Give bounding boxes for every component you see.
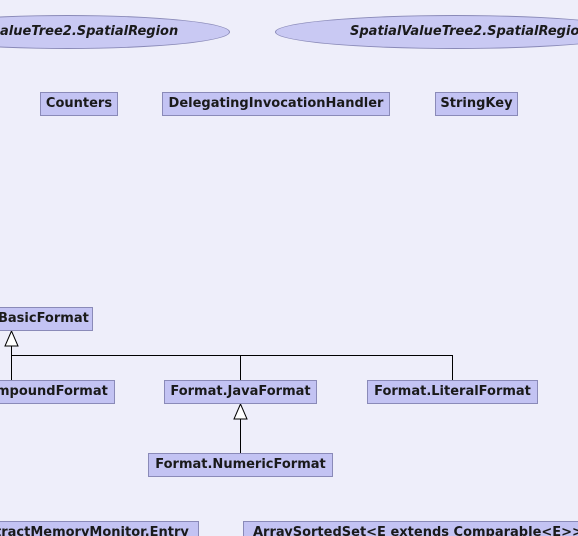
class-numericformat-label: Format.NumericFormat xyxy=(155,457,326,472)
spatial-region-right-label: SpatialValueTree2.SpatialRegio xyxy=(350,24,578,39)
class-arraysortedset-label: ArraySortedSet<E extends Comparable<E>> xyxy=(253,525,578,536)
class-memorymonitor-label: tractMemoryMonitor.Entry xyxy=(0,525,189,536)
class-stringkey-label: StringKey xyxy=(440,96,513,111)
class-javaformat[interactable]: Format.JavaFormat xyxy=(164,380,317,404)
spatial-region-right-node[interactable]: SpatialValueTree2.SpatialRegio xyxy=(275,15,578,49)
class-delegating-invocation-handler[interactable]: DelegatingInvocationHandler xyxy=(162,92,390,116)
class-javaformat-label: Format.JavaFormat xyxy=(170,384,311,399)
class-compoundformat[interactable]: mpoundFormat xyxy=(0,380,115,404)
spatial-region-left-label: alueTree2.SpatialRegion xyxy=(0,24,179,39)
class-arraysortedset[interactable]: ArraySortedSet<E extends Comparable<E>> xyxy=(243,521,578,536)
class-literalformat[interactable]: Format.LiteralFormat xyxy=(367,380,538,404)
arrowhead-javaformat xyxy=(233,402,248,420)
class-memorymonitor-entry[interactable]: tractMemoryMonitor.Entry xyxy=(0,521,199,536)
class-compoundformat-label: mpoundFormat xyxy=(0,384,108,399)
class-literalformat-label: Format.LiteralFormat xyxy=(374,384,531,399)
class-delegating-label: DelegatingInvocationHandler xyxy=(168,96,384,111)
class-basicformat-label: BasicFormat xyxy=(0,311,89,326)
class-numericformat[interactable]: Format.NumericFormat xyxy=(148,453,333,477)
arrowhead-basicformat xyxy=(4,329,19,347)
class-stringkey[interactable]: StringKey xyxy=(435,92,518,116)
class-basicformat[interactable]: BasicFormat xyxy=(0,307,93,331)
class-counters[interactable]: Counters xyxy=(40,92,118,116)
class-counters-label: Counters xyxy=(45,96,113,111)
